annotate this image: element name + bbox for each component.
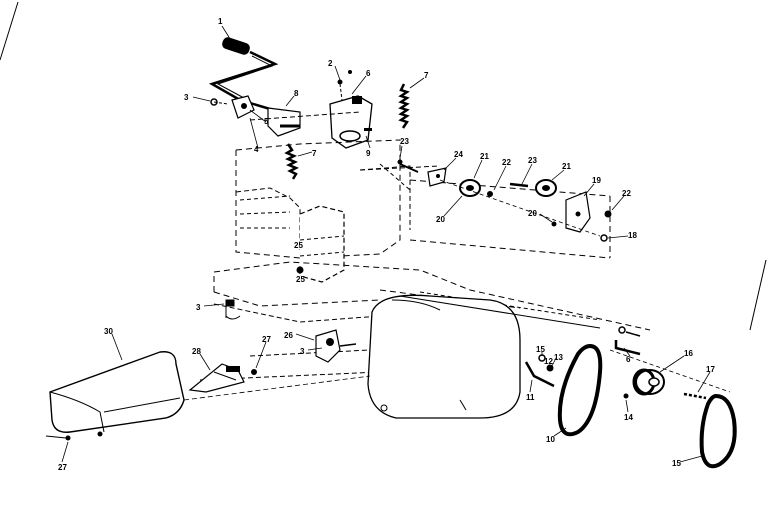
drive-pulley-assembly (609, 349, 737, 469)
v-belt-15-large (699, 393, 737, 469)
callout-25: 25 (294, 241, 303, 250)
callout-28: 28 (192, 347, 201, 356)
callout-16: 16 (684, 349, 693, 358)
extension-spring-lower (284, 143, 299, 180)
callout-21: 21 (480, 152, 489, 161)
bracket-and-springs (284, 70, 410, 180)
callout-23: 23 (528, 156, 537, 165)
belt-guard-cover (367, 294, 601, 419)
callout-30: 30 (104, 327, 113, 336)
callout-20: 20 (436, 215, 445, 224)
idler-pulley-assembly (397, 159, 612, 242)
callout-27: 27 (58, 463, 67, 472)
callout-5: 5 (264, 117, 269, 126)
handle-grip (222, 37, 250, 55)
callout-3: 3 (196, 303, 201, 312)
margin-rule-right (749, 259, 767, 331)
callout-11: 11 (526, 393, 535, 402)
callout-6: 6 (366, 69, 371, 78)
callout-1: 1 (218, 17, 223, 26)
callout-3: 3 (300, 347, 305, 356)
shaft-17 (683, 392, 707, 400)
shield-30 (45, 351, 371, 441)
callout-24: 24 (454, 150, 463, 159)
clip-28 (188, 363, 257, 393)
callout-labels: 1 2 3 4 5 6 7 7 8 9 23 24 21 22 23 21 19… (58, 17, 715, 472)
margin-rule-left (0, 1, 19, 61)
callout-22: 22 (502, 158, 511, 167)
callout-27: 27 (262, 335, 271, 344)
callout-25: 25 (296, 275, 305, 284)
pivot-bolt (241, 103, 247, 109)
lever-rod-inner (216, 55, 274, 99)
engine-block (235, 111, 611, 283)
callout-26: 26 (284, 331, 293, 340)
callout-3: 3 (184, 93, 189, 102)
callout-10: 10 (546, 435, 555, 444)
callout-21: 21 (562, 162, 571, 171)
callout-15: 15 (672, 459, 681, 468)
callout-2: 2 (328, 59, 333, 68)
cylinder-block (299, 205, 345, 283)
callout-7: 7 (312, 149, 317, 158)
callout-23: 23 (400, 137, 409, 146)
rod-11 (524, 361, 555, 388)
drive-parts-right (524, 326, 641, 437)
callout-20: 20 (528, 209, 537, 218)
callout-22: 22 (622, 189, 631, 198)
callout-12: 12 (544, 357, 553, 366)
mount-bracket-9 (329, 95, 373, 149)
callout-8: 8 (294, 89, 299, 98)
callout-13: 13 (554, 353, 563, 362)
callout-6: 6 (626, 355, 631, 364)
extension-spring-upper (398, 83, 410, 129)
callout-9: 9 (366, 149, 371, 158)
lever-rod (208, 50, 281, 114)
leader-lines (61, 25, 711, 463)
callout-15: 15 (536, 345, 545, 354)
callout-14: 14 (624, 413, 633, 422)
tensioner-bracket (315, 329, 357, 363)
lever-plate (267, 107, 301, 137)
v-belt-15-small (557, 343, 603, 437)
callout-18: 18 (628, 231, 637, 240)
callout-17: 17 (706, 365, 715, 374)
callout-19: 19 (592, 176, 601, 185)
callout-7: 7 (424, 71, 429, 80)
frame-deck (199, 261, 651, 381)
callout-4: 4 (254, 145, 259, 154)
lever-handle-assembly (208, 37, 301, 137)
